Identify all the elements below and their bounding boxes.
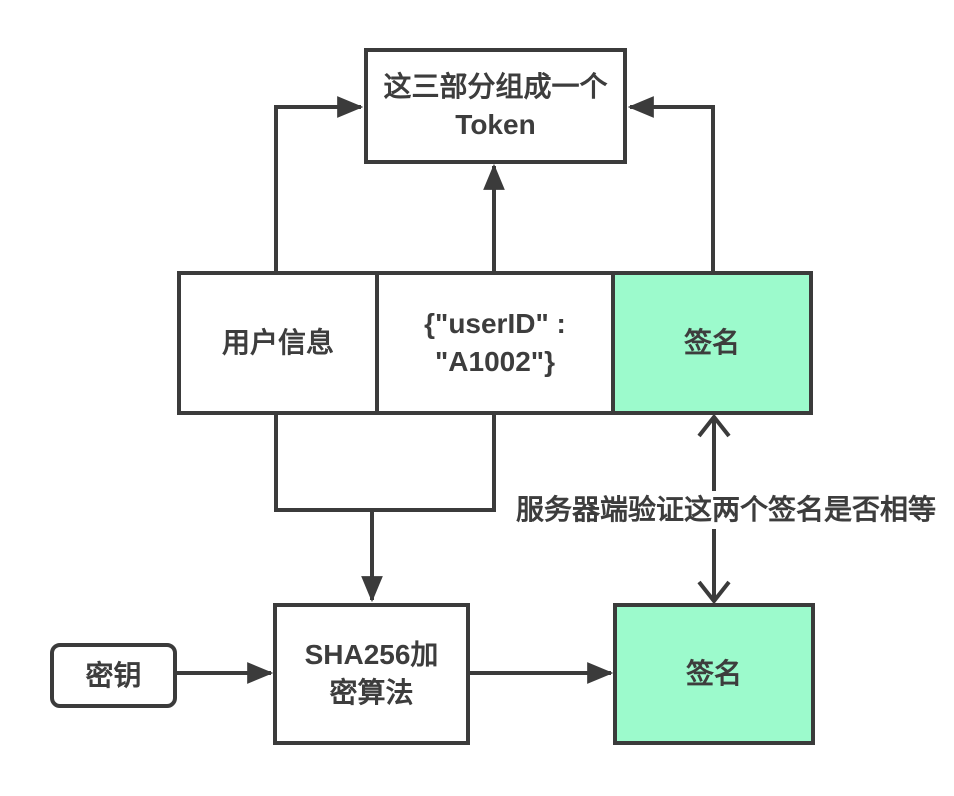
node-payload: {"userID" : "A1002"} — [375, 275, 611, 411]
node-sha256: SHA256加密算法 — [273, 603, 470, 745]
node-token: 这三部分组成一个 Token — [364, 48, 627, 164]
node-signature-bottom-label: 签名 — [685, 658, 742, 689]
edge-signature-to-token — [627, 96, 715, 273]
edge-merge-connector — [274, 413, 496, 512]
node-user-info-label: 用户信息 — [221, 327, 334, 358]
edge-userinfo-to-token — [274, 96, 364, 273]
node-user-info: 用户信息 — [181, 275, 375, 411]
node-payload-label: {"userID" : "A1002"} — [424, 308, 566, 377]
chevron-down-arrowhead-icon — [697, 580, 731, 605]
node-secret-key-label: 密钥 — [85, 659, 142, 691]
chevron-up-arrowhead-icon — [697, 413, 731, 438]
node-signature-top: 签名 — [611, 275, 809, 411]
node-token-label: 这三部分组成一个 Token — [383, 71, 608, 140]
verify-note: 服务器端验证这两个签名是否相等 — [504, 491, 948, 529]
node-secret-key: 密钥 — [50, 643, 177, 708]
node-signature-top-label: 签名 — [683, 327, 740, 358]
node-sha256-label: SHA256加密算法 — [304, 639, 439, 708]
node-signature-bottom: 签名 — [613, 603, 815, 745]
token-parts-strip: 用户信息 {"userID" : "A1002"} 签名 — [177, 271, 813, 415]
